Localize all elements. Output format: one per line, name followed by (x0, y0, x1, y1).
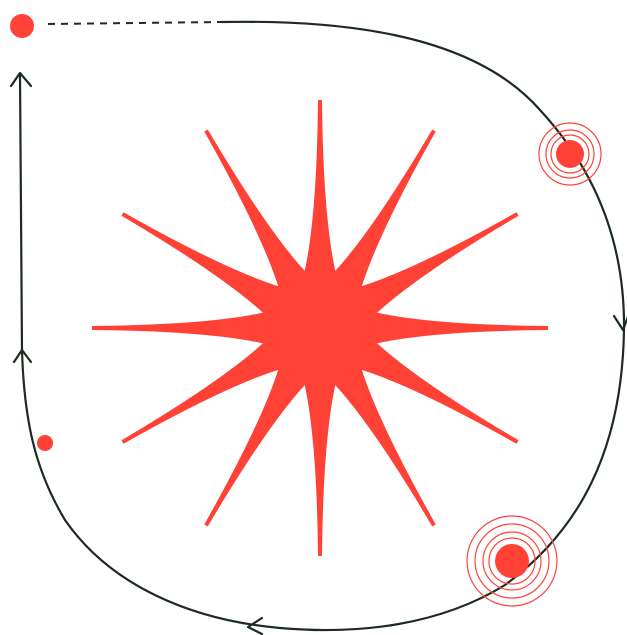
small-dot (37, 435, 53, 451)
starburst-hub (270, 278, 370, 378)
ringed-dot-upper (539, 123, 601, 185)
ringed-dot-lower (467, 516, 557, 606)
start-dot (10, 14, 34, 38)
dashed-connector (48, 22, 222, 24)
arrow-right-side-down (614, 314, 627, 330)
starburst-icon (92, 100, 548, 556)
